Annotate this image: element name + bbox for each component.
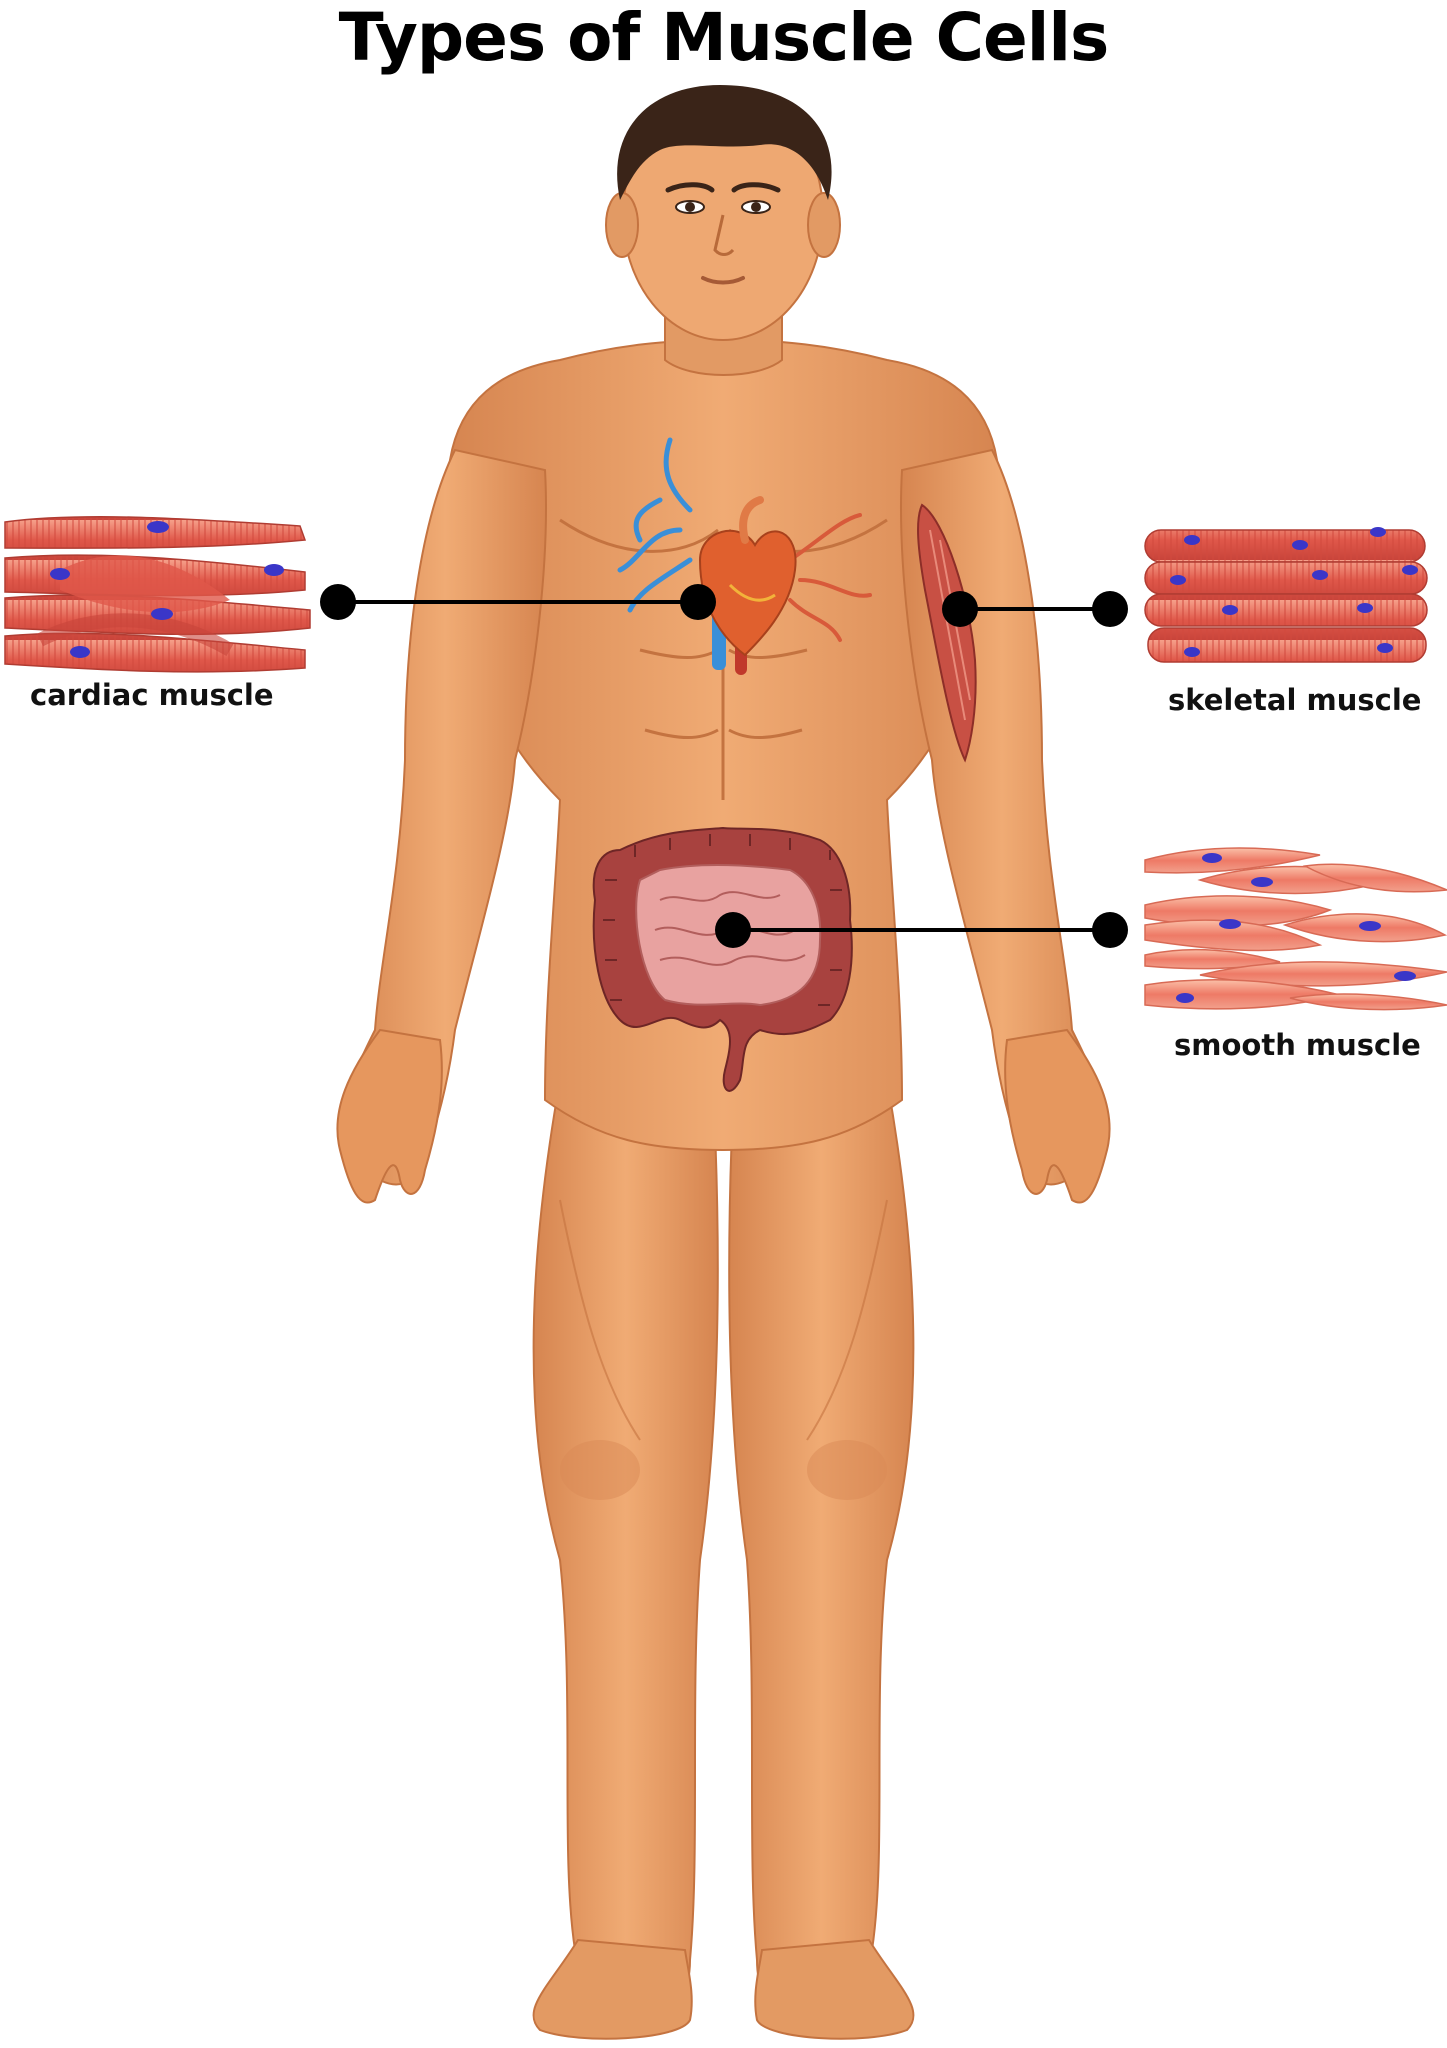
right-leg bbox=[728, 1078, 915, 2017]
left-leg bbox=[532, 1078, 719, 2017]
nucleus bbox=[1184, 535, 1200, 545]
nucleus bbox=[1251, 877, 1273, 887]
left-hand bbox=[336, 1028, 443, 1204]
nucleus bbox=[1170, 575, 1186, 585]
red-vessels-right bbox=[788, 513, 872, 642]
nucleus bbox=[1357, 603, 1373, 613]
nucleus bbox=[70, 646, 90, 658]
nucleus bbox=[50, 568, 70, 580]
nucleus bbox=[151, 608, 173, 620]
nucleus bbox=[147, 521, 169, 533]
large-intestine-segments bbox=[603, 834, 845, 1006]
nucleus bbox=[1402, 565, 1418, 575]
mouth bbox=[701, 276, 745, 285]
nucleus bbox=[264, 564, 284, 576]
page-title: Types of Muscle Cells bbox=[338, 0, 1110, 76]
right-ear bbox=[807, 192, 841, 258]
right-hand bbox=[1004, 1028, 1111, 1204]
label-smooth-muscle: smooth muscle bbox=[1174, 1028, 1421, 1062]
label-skeletal-muscle: skeletal muscle bbox=[1168, 683, 1422, 717]
nucleus bbox=[1377, 643, 1393, 653]
right-foot bbox=[754, 1938, 915, 2040]
nucleus bbox=[1394, 971, 1416, 981]
nucleus bbox=[1292, 540, 1308, 550]
pointer-smooth bbox=[715, 912, 1128, 948]
human-figure bbox=[336, 85, 1111, 2040]
cardiac-muscle-cells bbox=[4, 516, 311, 673]
blue-vessels-left bbox=[617, 437, 693, 613]
pointer-cardiac bbox=[320, 584, 716, 620]
left-ear bbox=[605, 192, 639, 258]
nucleus bbox=[1184, 647, 1200, 657]
nose bbox=[713, 214, 735, 256]
pointer-skeletal bbox=[942, 591, 1128, 627]
heart-illustration bbox=[617, 437, 872, 675]
nucleus bbox=[1370, 527, 1386, 537]
left-foot bbox=[532, 1938, 693, 2040]
label-cardiac-muscle: cardiac muscle bbox=[30, 678, 274, 712]
skeletal-muscle-cells bbox=[1144, 527, 1428, 663]
left-arm bbox=[343, 448, 547, 1186]
smooth-muscle-cells bbox=[1144, 847, 1447, 1011]
nucleus bbox=[1176, 993, 1194, 1003]
nucleus bbox=[1312, 570, 1328, 580]
nucleus bbox=[1202, 853, 1222, 863]
heart bbox=[698, 529, 797, 657]
right-eyebrow bbox=[731, 182, 781, 193]
hair bbox=[617, 85, 832, 200]
nucleus bbox=[1219, 919, 1241, 929]
nucleus bbox=[1222, 605, 1238, 615]
nucleus bbox=[1359, 921, 1381, 931]
left-eyebrow bbox=[665, 182, 715, 193]
